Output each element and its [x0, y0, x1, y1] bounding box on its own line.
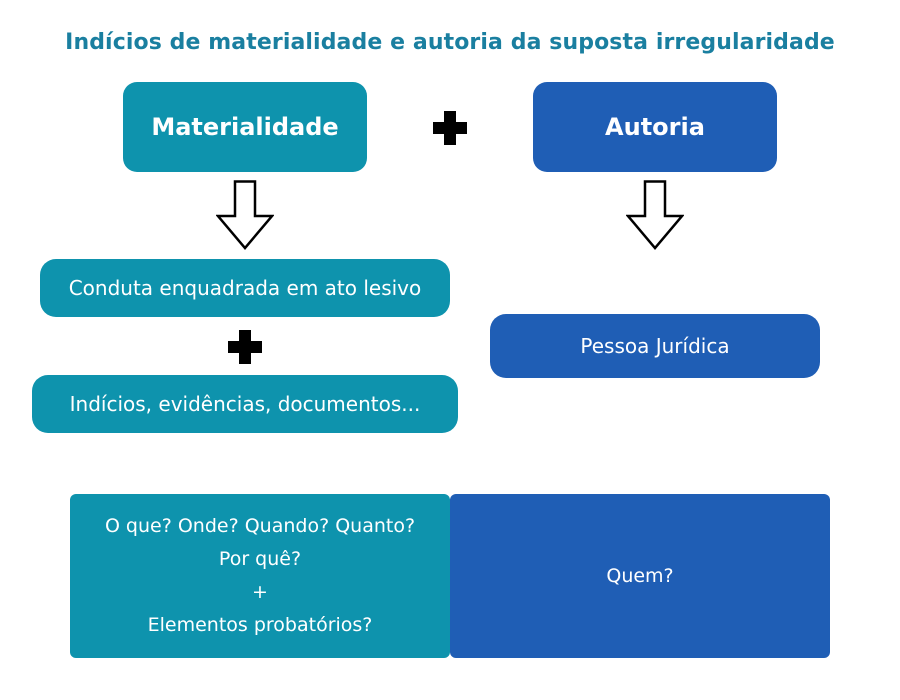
down-arrow-icon — [626, 180, 684, 250]
plus-icon — [228, 330, 262, 364]
down-arrow-icon — [216, 180, 274, 250]
question-line: Elementos probatórios? — [147, 614, 373, 636]
quem-box: Quem? — [450, 494, 830, 658]
pessoa-juridica-box: Pessoa Jurídica — [490, 314, 820, 378]
indicios-box: Indícios, evidências, documentos... — [32, 375, 458, 433]
question-line: O que? Onde? Quando? Quanto? — [104, 515, 416, 537]
diagram-title: Indícios de materialidade e autoria da s… — [65, 30, 835, 55]
materialidade-box: Materialidade — [123, 82, 367, 172]
plus-icon — [433, 111, 467, 145]
questions-box: O que? Onde? Quando? Quanto? Por quê? + … — [70, 494, 450, 658]
question-line: Por quê? — [218, 548, 302, 570]
autoria-box: Autoria — [533, 82, 777, 172]
plus-text: + — [252, 581, 268, 603]
conduta-box: Conduta enquadrada em ato lesivo — [40, 259, 450, 317]
